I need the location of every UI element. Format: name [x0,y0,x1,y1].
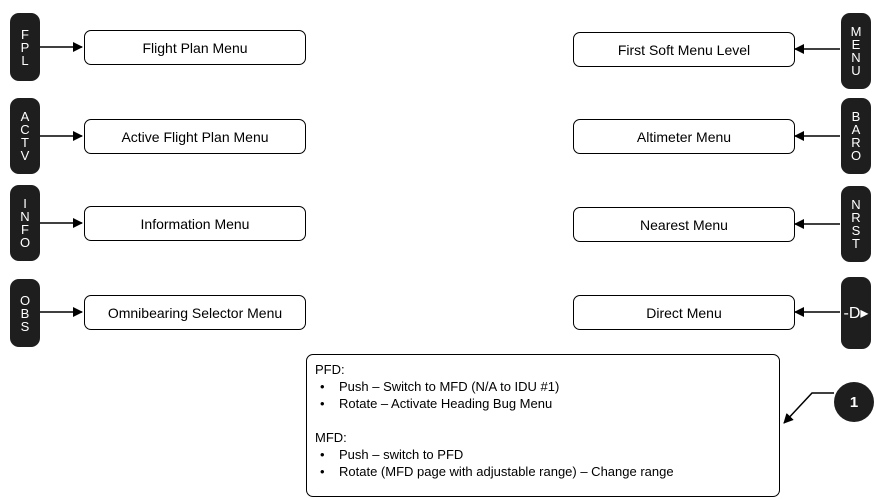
callout-leader [783,392,834,424]
box-label: First Soft Menu Level [617,41,751,58]
box-label: Nearest Menu [640,216,728,233]
list-item: Rotate (MFD page with adjustable range) … [320,463,771,480]
box-label: Active Flight Plan Menu [121,128,269,145]
key-letter: S [20,318,30,334]
key-letter: O [850,148,862,163]
key-letter: L [21,52,29,68]
key-letter: T [21,135,29,150]
key-letter: F [21,26,29,42]
list-item: Push – switch to PFD [320,446,771,463]
key-letter: I [23,196,27,211]
key-letter: E [851,37,861,52]
box-label: Information Menu [140,215,250,232]
key-letter: O [19,235,31,250]
pfd-heading: PFD: [315,362,345,377]
information-menu-box: Information Menu [84,206,306,241]
key-letter: S [851,223,861,238]
mfd-list: Push – switch to PFD Rotate (MFD page wi… [315,446,771,480]
pfd-list: Push – Switch to MFD (N/A to IDU #1) Rot… [315,378,771,412]
altimeter-menu-box: Altimeter Menu [573,119,795,154]
key-letter: M [850,24,862,39]
key-letter: A [20,109,30,124]
key-letter: N [20,209,30,224]
mfd-heading: MFD: [315,430,347,445]
key-letter: A [851,122,861,137]
box-label: Omnibearing Selector Menu [107,304,283,321]
direct-menu-box: Direct Menu [573,295,795,330]
key-letter: R [851,135,861,150]
box-label: Flight Plan Menu [142,39,248,56]
knob-function-note: PFD: Push – Switch to MFD (N/A to IDU #1… [306,354,780,497]
active-flight-plan-menu-box: Active Flight Plan Menu [84,119,306,154]
omnibearing-selector-menu-box: Omnibearing Selector Menu [84,295,306,330]
key-letter: F [21,222,29,237]
key-letter: C [20,122,30,137]
key-letter: B [851,109,861,124]
callout-number: 1 [849,393,859,411]
list-item: Rotate – Activate Heading Bug Menu [320,395,771,412]
key-letter: N [851,197,861,212]
key-letter: B [20,305,30,321]
direct-to-icon: -D▸ [843,304,869,322]
key-letter: T [852,236,860,251]
key-letter: O [19,292,31,308]
box-label: Altimeter Menu [636,128,732,145]
flight-plan-menu-box: Flight Plan Menu [84,30,306,65]
key-letter: P [20,39,30,55]
box-label: Direct Menu [646,304,722,321]
first-soft-menu-level-box: First Soft Menu Level [573,32,795,67]
direct-key[interactable]: -D▸ [841,277,871,349]
key-letter: V [20,148,30,163]
key-letter: U [851,63,861,78]
list-item: Push – Switch to MFD (N/A to IDU #1) [320,378,771,395]
nearest-menu-box: Nearest Menu [573,207,795,242]
callout-badge: 1 [834,382,874,422]
key-letter: R [851,210,861,225]
key-letter: N [851,50,861,65]
